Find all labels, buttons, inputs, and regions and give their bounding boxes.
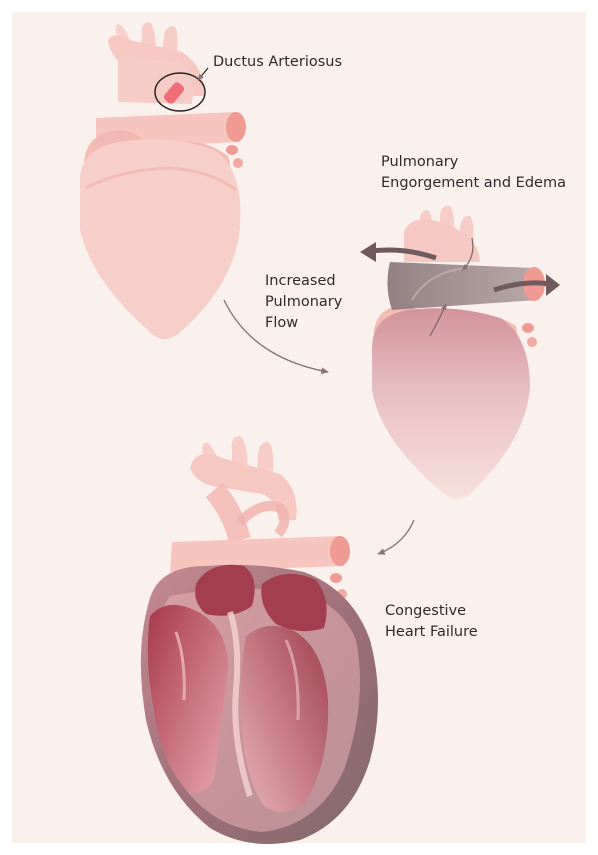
label-pulmonary-engorgement: Pulmonary Engorgement and Edema (381, 152, 566, 194)
label-line: Engorgement and Edema (381, 173, 566, 194)
arrow-icon (378, 520, 414, 554)
label-line: Pulmonary (265, 292, 342, 313)
heart-engorged (360, 206, 560, 499)
heart-failure (141, 436, 378, 844)
label-increased-pulmonary-flow: Increased Pulmonary Flow (265, 271, 342, 334)
left-ventricle (148, 605, 228, 793)
label-line: Pulmonary (381, 152, 566, 173)
label-line: Heart Failure (385, 622, 478, 643)
label-line: Increased (265, 271, 342, 292)
label-line: Flow (265, 313, 342, 334)
label-congestive-heart-failure: Congestive Heart Failure (385, 601, 478, 643)
label-line: Congestive (385, 601, 478, 622)
label-ductus-arteriosus: Ductus Arteriosus (213, 52, 342, 73)
